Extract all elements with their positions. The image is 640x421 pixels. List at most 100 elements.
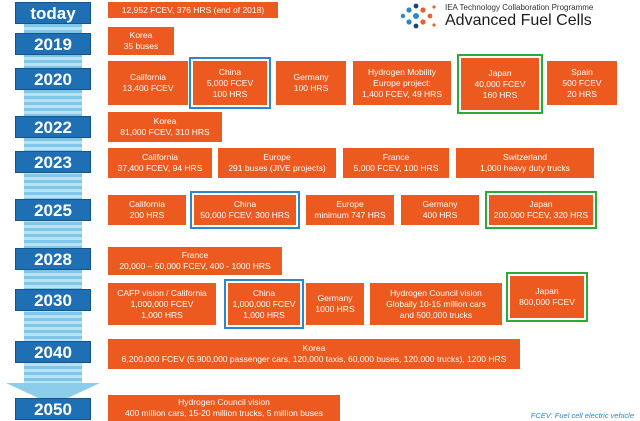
milestone-heading: China xyxy=(233,199,257,209)
year-label-2040: 2040 xyxy=(15,341,91,363)
milestone-line: 1000 HRS xyxy=(315,304,355,314)
milestone-heading: Europe xyxy=(336,199,364,209)
milestone-line: 81,000 FCEV, 310 HRS xyxy=(120,127,210,137)
year-label-2030: 2030 xyxy=(15,289,91,311)
milestone-line: 20,000 – 50,000 FCEV, 400 - 1000 HRS xyxy=(119,261,271,271)
milestone-heading: China xyxy=(252,287,276,298)
milestone-heading: California xyxy=(130,72,166,82)
timeline-spine xyxy=(24,6,82,390)
year-label-today: today xyxy=(15,2,91,24)
milestone-line: 35 buses xyxy=(123,41,159,51)
milestone-heading: Switzerland xyxy=(503,152,547,162)
milestone-line: 5,000 FCEV, 100 HRS xyxy=(353,163,439,173)
year-label-2023: 2023 xyxy=(15,151,91,173)
milestone-line: 200,000 FCEV, 320 HRS xyxy=(493,210,589,220)
milestone-line: 37,400 FCEV, 94 HRS xyxy=(117,163,203,173)
milestone-line: and 500,000 trucks xyxy=(399,309,473,320)
milestone-line: 291 buses (JIVE projects) xyxy=(228,163,326,173)
footnote: FCEV: Fuel cell electric vehicle xyxy=(530,411,634,420)
milestone-heading: Japan xyxy=(529,199,553,209)
milestone-line: 1,000 HRS xyxy=(141,309,183,320)
milestone-heading: 12,952 FCEV, 376 HRS (end of 2018) xyxy=(121,4,265,15)
year-label-2028: 2028 xyxy=(15,248,91,270)
milestone-heading: Korea xyxy=(129,30,153,40)
milestone-line: 1,000,000 FCEV xyxy=(130,298,194,309)
milestone-line: 40,000 FCEV xyxy=(474,78,526,89)
milestone-line: Globally 10-15 million cars xyxy=(386,298,486,309)
iea-afc-logo: IEA Technology Collaboration Programme A… xyxy=(399,1,639,31)
milestone-heading: Hydrogen Council vision xyxy=(178,397,270,407)
milestone-box: 12,952 FCEV, 376 HRS (end of 2018) xyxy=(108,2,278,18)
milestone-heading: Japan xyxy=(488,67,512,78)
milestone-line: 100 HRS xyxy=(293,83,329,93)
milestone-heading: CAFP vision / California xyxy=(117,287,207,298)
milestone-heading: Korea xyxy=(153,116,177,126)
milestone-line: 160 HRS xyxy=(482,89,518,100)
milestone-line: 100 HRS xyxy=(212,88,248,99)
milestone-line: 20 HRS xyxy=(567,88,597,99)
milestone-heading: Hydrogen Council vision xyxy=(390,287,482,298)
milestone-heading: Europe xyxy=(263,152,291,162)
milestone-heading: Germany xyxy=(317,293,353,303)
milestone-line: 1,000,000 FCEV xyxy=(232,298,296,309)
year-label-2050: 2050 xyxy=(15,398,91,420)
milestone-line: 1,000 HRS xyxy=(243,309,285,320)
year-label-2019: 2019 xyxy=(15,33,91,55)
milestone-heading: France xyxy=(382,152,410,162)
year-label-2020: 2020 xyxy=(15,68,91,90)
milestone-heading: Germany xyxy=(293,72,329,82)
milestone-heading: Japan xyxy=(535,286,559,296)
milestone-line: 13,400 FCEV xyxy=(122,83,174,93)
milestone-line: 1,000 heavy duty trucks xyxy=(480,163,570,173)
milestone-heading: Hydrogen Mobility xyxy=(367,66,437,77)
milestone-line: 50,000 FCEV, 300 HRS xyxy=(200,210,290,220)
milestone-heading: Spain xyxy=(571,66,593,77)
milestone-line: 400 million cars, 15-20 million trucks, … xyxy=(125,408,323,418)
milestone-heading: Germany xyxy=(422,199,458,209)
logo-title: Advanced Fuel Cells xyxy=(445,12,592,29)
milestone-line: Europe project: xyxy=(373,77,431,88)
milestone-heading: Korea xyxy=(302,343,326,353)
milestone-line: 400 HRS xyxy=(422,210,458,220)
milestone-heading: California xyxy=(142,152,178,162)
milestone-line: 800,000 FCEV xyxy=(519,297,575,307)
milestone-line: 5,000 FCEV xyxy=(206,77,254,88)
logo-subtitle: IEA Technology Collaboration Programme xyxy=(445,3,594,12)
milestone-heading: China xyxy=(218,66,242,77)
year-label-2022: 2022 xyxy=(15,116,91,138)
milestone-line: 500 FCEV xyxy=(562,77,602,88)
milestone-line: 1,400 FCEV, 49 HRS xyxy=(361,88,442,99)
milestone-line: 200 HRS xyxy=(129,210,165,220)
milestone-heading: France xyxy=(181,250,209,260)
year-label-2025: 2025 xyxy=(15,199,91,221)
logo-dots-icon xyxy=(400,3,436,29)
milestone-line: 6,200,000 FCEV (5,900,000 passenger cars… xyxy=(121,354,507,364)
milestone-line: minimum 747 HRS xyxy=(314,210,386,220)
milestone-heading: California xyxy=(129,199,165,209)
